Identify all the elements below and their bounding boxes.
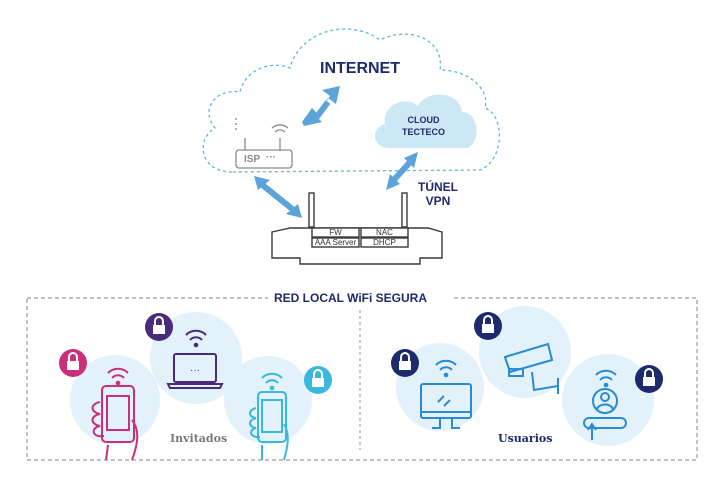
isp-router-icon [235, 118, 293, 169]
isp-dots: ··· [266, 152, 276, 163]
arrow-isp-internet [302, 86, 340, 126]
laptop-purple-icon: ··· [166, 329, 224, 389]
smartphone-cyan-icon [249, 372, 289, 461]
cloud-tecteco-shape [374, 94, 477, 148]
router-module-aaa: AAA Server [314, 238, 357, 247]
smartphone-magenta-icon [91, 367, 139, 461]
cloud-tecteco-label: CLOUD TECTECO [402, 114, 445, 138]
guests-label: Invitados [170, 432, 228, 445]
internet-cloud-outline [202, 28, 501, 173]
isp-label: ISP [244, 154, 261, 165]
internet-label: INTERNET [320, 60, 400, 77]
security-camera-icon [503, 342, 559, 394]
router-module-fw: FW [329, 228, 342, 237]
user-login-icon [583, 369, 627, 440]
users-label: Usuarios [498, 432, 553, 445]
cloud-label-line2: TECTECO [402, 127, 446, 137]
lock-cyan-icon [304, 366, 332, 394]
arrow-isp-router [258, 180, 298, 215]
svg-text:···: ··· [190, 365, 200, 376]
desktop-monitor-icon [420, 359, 472, 429]
lan-boundary [26, 297, 698, 461]
vpn-label-line2: VPN [425, 194, 451, 208]
router-module-nac: NAC [376, 228, 393, 237]
router-module-dhcp: DHCP [373, 238, 396, 247]
cloud-label-line1: CLOUD [407, 115, 440, 125]
lock-purple-icon [145, 313, 173, 341]
lock-magenta-icon [59, 349, 87, 377]
vpn-label-line1: TÚNEL [418, 180, 458, 194]
vpn-tunnel-label: TÚNEL VPN [418, 180, 458, 208]
lan-title: RED LOCAL WiFi SEGURA [274, 291, 428, 305]
main-router-icon [271, 192, 443, 265]
arrow-router-cloud [389, 157, 415, 185]
